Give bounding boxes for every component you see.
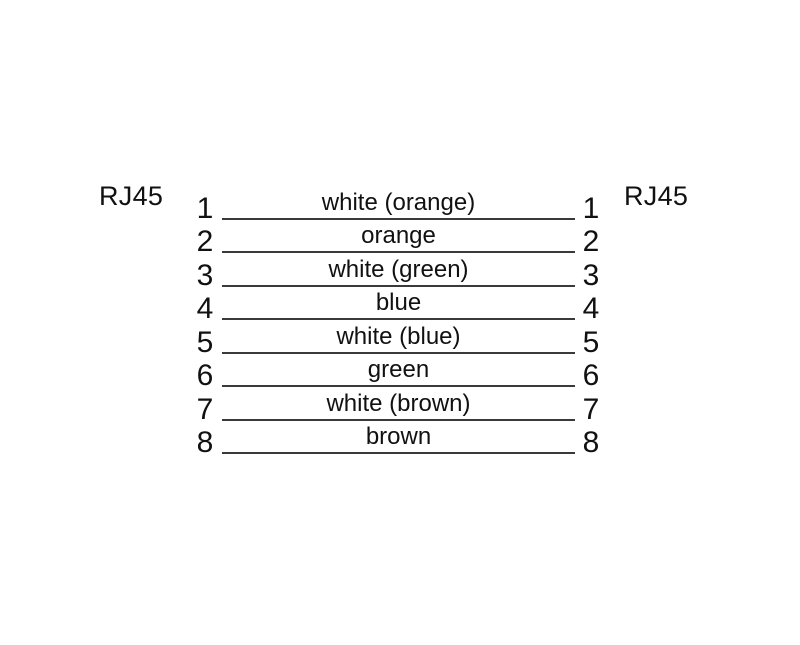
wire-label: white (brown) (326, 390, 471, 417)
left-pin-number: 4 (196, 292, 214, 325)
left-connector-label: RJ45 (99, 181, 164, 211)
right-pin-number: 1 (582, 192, 600, 225)
left-pin-number: 5 (196, 326, 214, 359)
wire-label: brown (365, 423, 432, 450)
right-connector-label: RJ45 (624, 181, 689, 211)
wire-label: blue (375, 289, 422, 316)
left-pin-number: 8 (196, 426, 214, 459)
left-pin-number: 3 (196, 259, 214, 292)
wire-line (222, 352, 575, 354)
right-pin-number: 2 (582, 225, 600, 258)
wire-line (222, 452, 575, 454)
wire-label: white (blue) (336, 323, 461, 350)
wire-line (222, 285, 575, 287)
right-pin-number: 7 (582, 393, 600, 426)
left-pin-number: 1 (196, 192, 214, 225)
wire-line (222, 218, 575, 220)
wire-line (222, 251, 575, 253)
wire-line (222, 385, 575, 387)
wire-label: white (orange) (321, 189, 476, 216)
right-pin-number: 4 (582, 292, 600, 325)
right-pin-number: 6 (582, 359, 600, 392)
wire-line (222, 419, 575, 421)
wire-label: white (green) (328, 256, 469, 283)
left-pin-number: 6 (196, 359, 214, 392)
wire-label: green (367, 356, 430, 383)
left-pin-number: 7 (196, 393, 214, 426)
right-pin-number: 5 (582, 326, 600, 359)
right-pin-number: 3 (582, 259, 600, 292)
wire-line (222, 318, 575, 320)
right-pin-number: 8 (582, 426, 600, 459)
wire-label: orange (361, 222, 436, 249)
left-pin-number: 2 (196, 225, 214, 258)
